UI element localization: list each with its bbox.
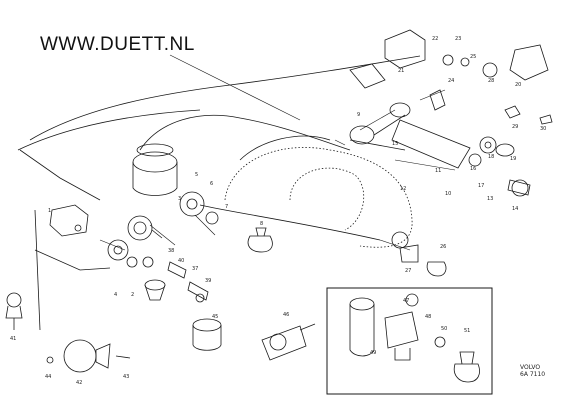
callout-18: 18 xyxy=(488,154,494,160)
callout-48: 48 xyxy=(425,314,431,320)
brand-name: VOLVO xyxy=(520,364,541,371)
callout-4: 4 xyxy=(114,292,117,298)
callout-labels: 1 2 3 4 5 6 7 8 9 10 11 12 13 14 15 16 1… xyxy=(10,36,546,386)
callout-2: 2 xyxy=(131,292,134,298)
callout-12: 12 xyxy=(400,186,406,192)
callout-17: 17 xyxy=(478,183,484,189)
callout-46: 46 xyxy=(283,312,289,318)
callout-47: 47 xyxy=(403,298,409,304)
callout-13: 13 xyxy=(487,196,493,202)
callout-24: 24 xyxy=(448,78,454,84)
part-knobs xyxy=(107,215,166,301)
callout-30: 30 xyxy=(540,126,546,132)
callout-25: 25 xyxy=(470,54,476,60)
callout-7: 7 xyxy=(225,204,228,210)
part-45 xyxy=(192,318,222,351)
part-46 xyxy=(261,323,316,361)
callout-29: 29 xyxy=(512,124,518,130)
car-body-outline xyxy=(17,55,421,331)
leader-lines xyxy=(99,54,456,251)
callout-5: 5 xyxy=(195,172,198,178)
part-3-motor xyxy=(132,143,178,196)
drawing-code: 6A 7110 xyxy=(520,371,546,378)
callout-6: 6 xyxy=(210,181,213,187)
callout-26: 26 xyxy=(440,244,446,250)
callout-51: 51 xyxy=(464,328,470,334)
callout-41: 41 xyxy=(10,336,16,342)
part-37-40 xyxy=(167,261,209,303)
callout-10: 10 xyxy=(445,191,451,197)
site-url: WWW.DUETT.NL xyxy=(40,34,195,55)
part-20-30-cluster xyxy=(349,29,549,118)
callout-22: 22 xyxy=(432,36,438,42)
callout-3: 3 xyxy=(178,196,181,202)
callout-39: 39 xyxy=(205,278,211,284)
callout-16: 16 xyxy=(470,166,476,172)
callout-49: 49 xyxy=(370,350,376,356)
callout-19: 19 xyxy=(510,156,516,162)
callout-11: 11 xyxy=(435,168,441,174)
callout-8: 8 xyxy=(260,221,263,227)
callout-45: 45 xyxy=(212,314,218,320)
part-42-44 xyxy=(46,339,131,373)
part-9-16-assembly xyxy=(349,114,531,197)
callout-15: 15 xyxy=(392,141,398,147)
part-27-28-switch xyxy=(391,231,447,277)
callout-9: 9 xyxy=(357,112,360,118)
dotted-outline xyxy=(224,147,413,248)
callout-50: 50 xyxy=(441,326,447,332)
callout-23: 23 xyxy=(455,36,461,42)
callout-40: 40 xyxy=(178,258,184,264)
callout-28: 28 xyxy=(488,78,494,84)
part-29-30 xyxy=(504,105,553,125)
callout-1: 1 xyxy=(48,208,51,214)
callout-42: 42 xyxy=(76,380,82,386)
part-5-8-switch xyxy=(179,191,273,253)
callout-44: 44 xyxy=(45,374,51,380)
callout-43: 43 xyxy=(123,374,129,380)
part-1-housing xyxy=(49,204,89,237)
callout-14: 14 xyxy=(512,206,518,212)
callout-27: 27 xyxy=(405,268,411,274)
callout-21: 21 xyxy=(398,68,404,74)
callout-20: 20 xyxy=(515,82,521,88)
part-41-lamp xyxy=(5,292,23,330)
callout-37: 37 xyxy=(192,266,198,272)
callout-38: 38 xyxy=(168,248,174,254)
brand-stamp: VOLVO 6A 7110 xyxy=(520,364,545,378)
inset-box xyxy=(326,287,493,395)
